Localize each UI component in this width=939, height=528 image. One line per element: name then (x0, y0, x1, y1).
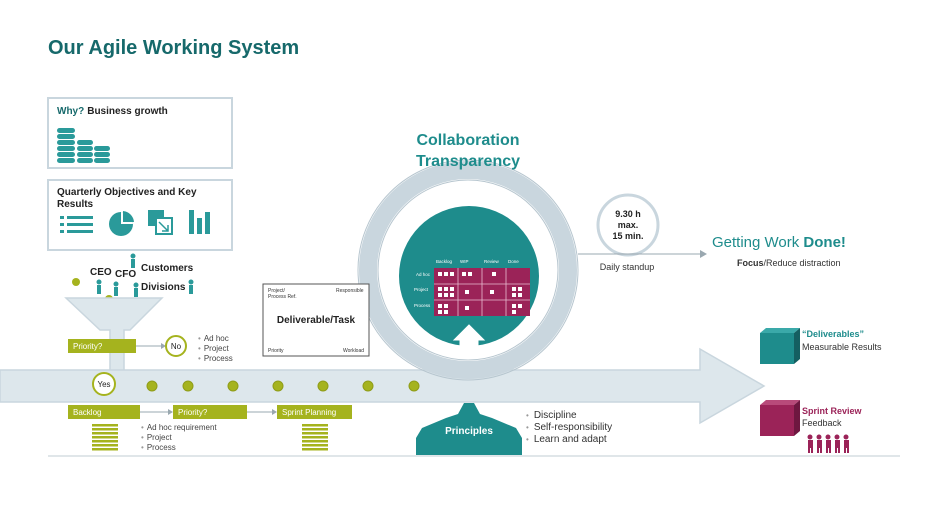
standup-time: 9.30 h (615, 209, 641, 219)
up-arrow-icon (452, 324, 486, 355)
backlog-priority-box (173, 405, 247, 419)
deliverable-card (262, 283, 370, 357)
funnel (64, 297, 164, 373)
ring-outline-outer (357, 159, 579, 381)
standup-max: max. (618, 220, 639, 230)
sprint-review-sub: Feedback (802, 418, 842, 428)
sprint-planning-box (277, 405, 352, 419)
backlog-label: Backlog (73, 408, 101, 417)
board-header-1: WIP (460, 259, 469, 264)
no-circle (165, 335, 187, 357)
sprint-review-title: Sprint Review (802, 406, 863, 416)
board-row-1: Project (414, 287, 429, 292)
no-list-item-1: •Project (198, 344, 229, 353)
principles-item-0: •Discipline (526, 410, 577, 421)
no-label: No (171, 342, 182, 351)
magenta-cube-icon (760, 400, 800, 436)
okr-line1: Quarterly Objectives and Key (57, 187, 197, 198)
no-list-item-0: •Ad hoc (198, 334, 229, 343)
board-rows: Ad hoc Project Process (414, 272, 431, 308)
backlog-box (68, 405, 140, 419)
no-list: •Ad hoc •Project •Process (198, 334, 233, 363)
principles-list: •Discipline •Self-responsibility •Learn … (526, 410, 612, 445)
card-top-left-2: Process Ref. (268, 294, 297, 300)
backlog-arrowhead (168, 409, 173, 415)
standup-arrowhead (700, 250, 707, 258)
done-heading: Getting Work Done! (712, 234, 846, 251)
standup-circle (596, 193, 660, 257)
principles-item-2: •Learn and adapt (526, 434, 607, 445)
resize-squares-icon (148, 210, 173, 235)
backlog-list-item-1: •Project (141, 433, 172, 442)
collaboration-ring (359, 161, 577, 379)
board-header-3: Done (508, 259, 519, 264)
divisions-label: Divisions (141, 282, 186, 293)
people-group-icon (807, 434, 849, 453)
list-icon (60, 216, 93, 233)
cfo-label: CFO (115, 269, 136, 280)
board-header-2: Review (484, 259, 500, 264)
board-header-0: Backlog (436, 259, 453, 264)
coin-stacks-icon (57, 128, 110, 163)
customers-label: Customers (141, 263, 194, 274)
collaboration-label: Collaboration (416, 132, 519, 149)
card-top-right: Responsible (336, 288, 364, 294)
kanban-grid (434, 268, 530, 316)
why-label: Why?Business growth (57, 106, 168, 117)
okr-box (47, 179, 233, 251)
funnel-priority-label: Priority? (73, 342, 103, 351)
priority-arrowhead (272, 409, 277, 415)
backlog-stack-icon (92, 424, 118, 451)
person-icon (96, 253, 194, 297)
principles-item-1: •Self-responsibility (526, 422, 612, 433)
card-bottom-right: Workload (343, 348, 364, 354)
no-list-item-2: •Process (198, 354, 233, 363)
standup-label: Daily standup (600, 262, 655, 272)
yes-circle (92, 372, 116, 396)
done-subtitle: Focus/Reduce distraction (737, 258, 841, 268)
standup-duration: 15 min. (612, 231, 643, 241)
funnel-priority-box (68, 339, 136, 353)
card-bottom-left: Priority (268, 348, 284, 354)
pie-chart-icon (109, 211, 134, 236)
bar-chart-icon (189, 210, 210, 234)
no-arrowhead (161, 343, 166, 349)
transparency-label: Transparency (416, 153, 520, 170)
main-flow-arrow (0, 347, 766, 425)
teal-cube-icon (760, 328, 800, 364)
card-top-left-1: Project/ (268, 288, 286, 294)
principles-label: Principles (445, 426, 493, 437)
backlog-list-item-0: •Ad hoc requirement (141, 423, 217, 432)
sprint-planning-label: Sprint Planning (282, 408, 336, 417)
board-headers: Backlog WIP Review Done (436, 259, 519, 264)
okr-line2: Results (57, 199, 94, 210)
board-row-2: Process (414, 303, 431, 308)
card-title: Deliverable/Task (277, 315, 356, 326)
yes-label: Yes (97, 380, 110, 389)
page-title: Our Agile Working System (48, 37, 299, 59)
deliverables-title: “Deliverables” (802, 329, 864, 339)
sprint-stack-icon (302, 424, 328, 451)
flow-dots (146, 380, 420, 392)
backlog-list: •Ad hoc requirement •Project •Process (141, 423, 217, 452)
kanban-cards (438, 272, 522, 314)
backlog-list-item-2: •Process (141, 443, 176, 452)
deliverables-sub: Measurable Results (802, 342, 882, 352)
ceo-label: CEO (90, 267, 112, 278)
board-row-0: Ad hoc (416, 272, 431, 277)
principles-pedestal (416, 403, 522, 455)
backlog-priority-label: Priority? (178, 408, 208, 417)
